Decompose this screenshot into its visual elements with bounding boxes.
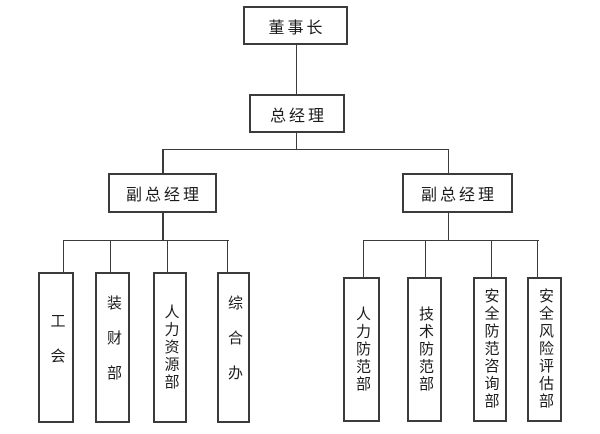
node-dept-label: 安全防范咨询部 [482,288,499,411]
node-deputy-gm-right: 副总经理 [402,173,513,213]
connector-gm-branch-bar [162,148,449,150]
connector-dgm-left-stem [162,213,164,240]
connector-drop-right-dept-1 [362,240,364,277]
connector-drop-right-dept-2 [424,240,426,277]
node-dept-general-office: 综合办 [217,272,250,423]
node-dept-label: 装财部 [105,295,121,400]
node-dept-manpower-security: 人力防范部 [343,277,380,422]
connector-drop-right-dept-3 [490,240,492,277]
connector-gm-stem [295,133,297,149]
connector-left-branch-bar [62,239,229,241]
node-dept-human-resources: 人力资源部 [153,272,187,423]
connector-drop-left-dept-1 [62,240,64,272]
node-dept-label: 安全风险评估部 [537,288,553,411]
node-dept-label: 综合办 [226,295,242,400]
node-dept-risk-assessment: 安全风险评估部 [527,277,562,422]
node-dept-label: 人力防范部 [354,305,370,394]
node-deputy-gm-left: 副总经理 [108,173,217,213]
connector-drop-right-dept-4 [536,240,538,277]
node-dept-label: 技术防范部 [417,305,433,394]
connector-drop-dgm-left [162,149,164,173]
node-dept-label: 人力资源部 [162,303,179,392]
connector-drop-left-dept-3 [166,240,168,272]
connector-dgm-right-stem [447,213,449,240]
node-dept-labor-union: 工会 [38,272,74,423]
node-dept-equipment-finance: 装财部 [95,272,130,423]
node-general-manager: 总经理 [249,94,345,133]
connector-drop-left-dept-4 [226,240,228,272]
node-dept-label: 工会 [48,312,65,383]
connector-drop-left-dept-2 [109,240,111,272]
connector-right-branch-bar [362,239,539,241]
connector-chairman-to-gm [295,45,297,94]
node-chairman: 董事长 [243,6,348,45]
connector-drop-dgm-right [447,149,449,173]
node-dept-technical-security: 技术防范部 [407,277,442,422]
node-dept-security-consulting: 安全防范咨询部 [473,277,507,422]
